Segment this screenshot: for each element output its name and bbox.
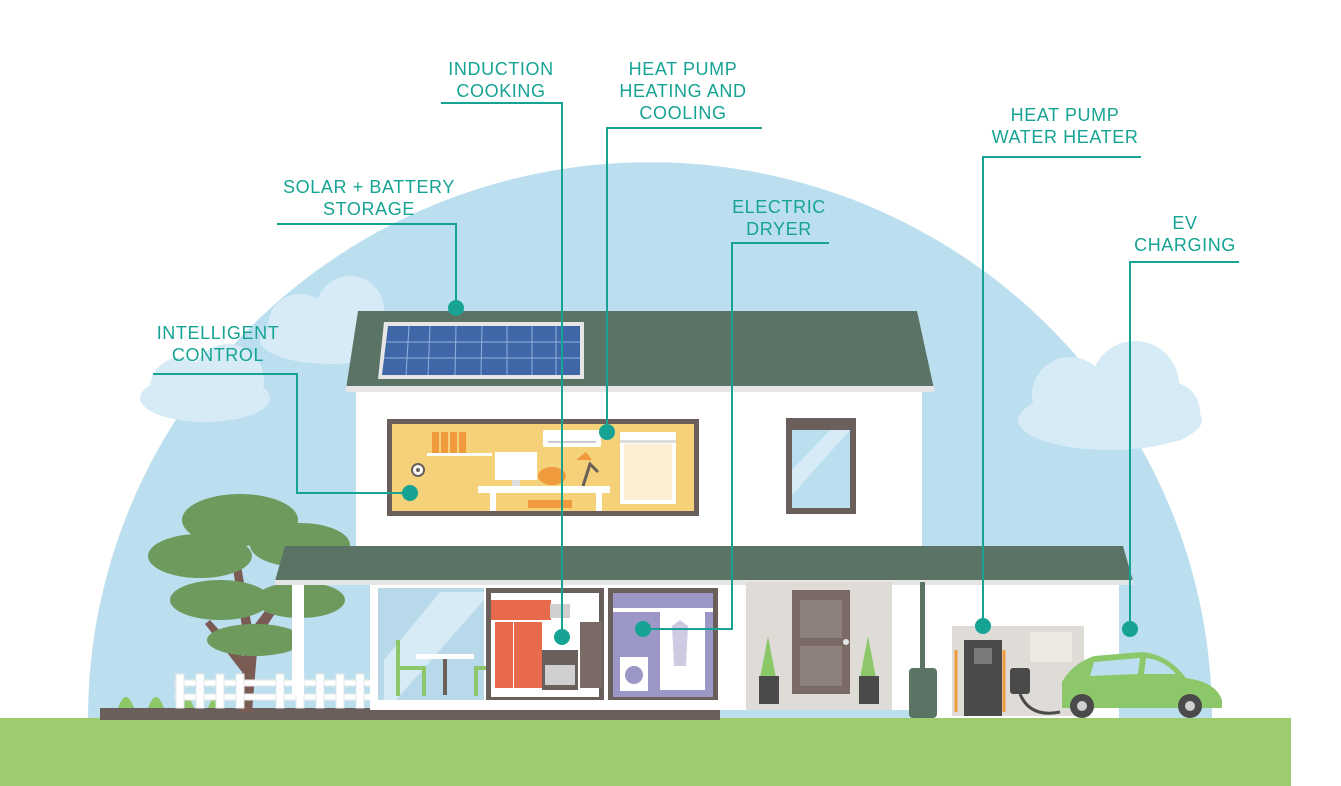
water-heater-icon	[954, 640, 1006, 716]
label-intelligent-control: INTELLIGENT CONTROL	[140, 322, 296, 366]
leader-control	[153, 373, 410, 494]
label-line: DRYER	[746, 219, 812, 239]
leader-solar	[277, 223, 457, 308]
bookshelf	[427, 453, 492, 456]
front-door	[792, 590, 850, 694]
washing-machine-icon	[620, 657, 648, 691]
label-line: STORAGE	[323, 199, 415, 219]
upper-window	[786, 418, 856, 514]
desk-chair	[538, 467, 566, 485]
label-heat-pump-heating-cooling: HEAT PUMP HEATING AND COOLING	[598, 58, 768, 124]
leader-ev	[1129, 261, 1239, 629]
walkway	[100, 708, 720, 720]
label-line: CONTROL	[171, 345, 265, 365]
rain-barrel	[909, 582, 937, 718]
label-induction-cooking: INDUCTION COOKING	[430, 58, 572, 102]
label-line: HEATING AND	[619, 81, 747, 101]
cabinet	[620, 432, 676, 504]
callout-lines	[153, 102, 1239, 637]
living-room	[378, 588, 504, 700]
binders-icon	[432, 432, 466, 453]
cloud-right	[1018, 341, 1202, 450]
porch-post	[292, 580, 304, 696]
leader-heat-pump-hvac	[606, 127, 762, 432]
tree-icon	[148, 494, 350, 712]
solar-panel-icon	[378, 322, 584, 379]
label-line: HEAT PUMP	[628, 59, 738, 79]
desk	[478, 486, 610, 493]
potted-plant-icon	[759, 636, 879, 704]
label-line: INTELLIGENT	[156, 323, 280, 343]
label-line: COOLING	[639, 103, 727, 123]
porch-roof	[275, 546, 1133, 581]
label-solar-battery-storage: SOLAR + BATTERY STORAGE	[264, 176, 474, 220]
label-line: ELECTRIC	[732, 197, 826, 217]
pegboard	[1030, 632, 1072, 662]
induction-range-icon	[542, 604, 578, 690]
callout-dots	[402, 300, 1138, 645]
label-line: WATER HEATER	[991, 127, 1139, 147]
label-line: CHARGING	[1134, 235, 1236, 255]
roof-trim	[346, 386, 934, 392]
label-heat-pump-water-heater: HEAT PUMP WATER HEATER	[976, 104, 1154, 148]
label-line: HEAT PUMP	[1010, 105, 1120, 125]
desk-lamp-icon	[581, 461, 600, 487]
leader-induction	[441, 102, 563, 637]
leader-dryer	[643, 242, 829, 630]
label-line: INDUCTION	[448, 59, 554, 79]
ev-charger-icon	[1010, 668, 1061, 715]
electric-car-icon	[1062, 652, 1222, 718]
computer-icon	[495, 452, 537, 486]
garage-header	[938, 608, 1100, 626]
heat-pump-unit-icon	[543, 430, 601, 447]
grass	[0, 718, 1291, 786]
label-line: EV	[1172, 213, 1198, 233]
label-line: SOLAR + BATTERY	[283, 177, 455, 197]
label-ev-charging: EV CHARGING	[1126, 212, 1244, 256]
label-line: COOKING	[456, 81, 546, 101]
kitchen	[486, 588, 604, 700]
label-electric-dryer: ELECTRIC DRYER	[720, 196, 838, 240]
leader-water-heater	[982, 156, 1141, 626]
